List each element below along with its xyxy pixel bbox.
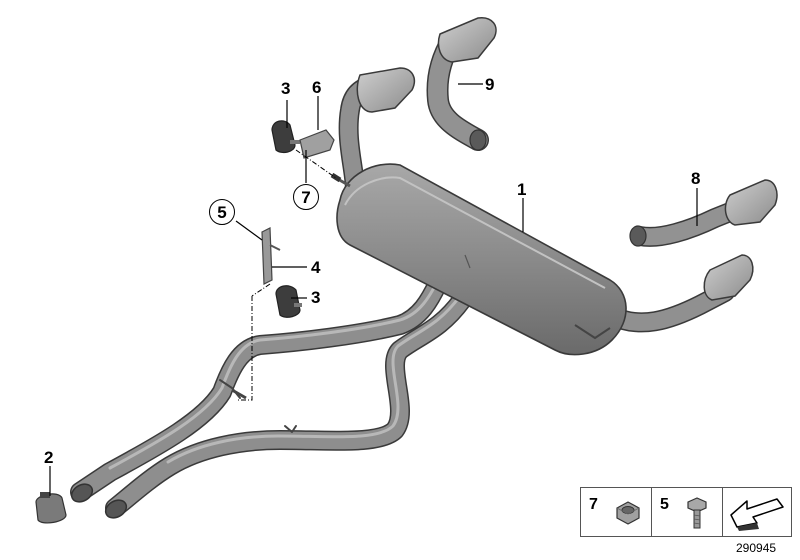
tailpipe-tip-lower-right [703,254,754,301]
callout-9: 9 [485,75,495,94]
leader-lines [49,83,698,496]
rear-pipes [70,273,472,519]
callout-7: 7 [293,184,319,210]
callout-1: 1 [517,180,527,199]
hanger-bolt-lower [231,388,247,400]
legend-label-7: 7 [589,496,598,513]
callout-5: 5 [209,199,235,225]
hex-nut-icon [616,501,640,525]
bolt-icon [687,497,707,529]
clamp-2 [35,492,67,524]
tailpipe-tip-upper-left [356,67,416,113]
callout-6: 6 [312,78,322,97]
bracket-4 [261,227,281,285]
bolt-7-upper [330,172,351,188]
rear-silencer [336,163,627,356]
direction-arrow-icon [730,498,784,531]
callout-2: 2 [44,448,54,467]
callout-8: 8 [691,169,701,188]
rubber-mount-3-lower [275,285,302,318]
rubber-mount-3-upper [271,120,300,154]
callout-3-lower: 3 [311,288,321,307]
legend-cell-arrow [722,487,792,537]
bracket-6 [299,129,335,159]
assembly-lines [236,149,337,401]
legend-cell-nut: 7 [580,487,652,537]
callout-3-upper: 3 [281,79,291,98]
diagram-number: 290945 [736,541,777,555]
legend-label-5: 5 [660,496,669,513]
legend-cell-bolt: 5 [651,487,723,537]
tailpipe-tip-9 [426,17,497,151]
tailpipe-tip-8 [629,179,778,247]
callout-4: 4 [311,258,321,277]
hardware-legend: 7 5 [580,487,792,539]
